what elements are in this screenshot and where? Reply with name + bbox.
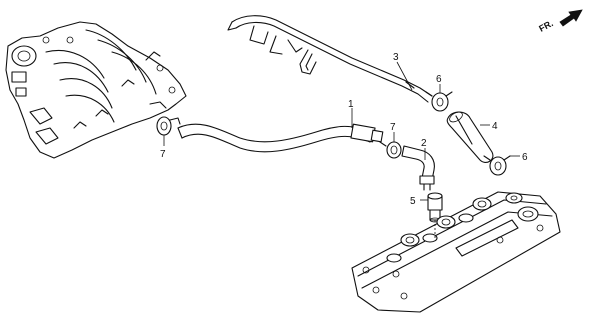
fr-arrow-icon [559,9,583,27]
fr-label: FR. [537,18,554,34]
intake-manifold [5,21,187,159]
callout-6-lower: 6 [522,152,528,163]
cylinder-head-cover [351,191,561,313]
callouts: 1 2 3 4 5 6 6 7 7 [160,52,528,207]
hose-clamp-upper [425,91,453,112]
callout-1: 1 [348,99,354,110]
breather-hose [177,123,384,153]
breather-pipe [227,15,433,103]
callout-5: 5 [410,196,416,207]
hose-clamp-lower [483,155,511,176]
hose-clamp-left [156,116,181,136]
callout-3: 3 [393,52,399,63]
front-direction-indicator: FR. [537,9,583,34]
callout-7-right: 7 [390,122,396,133]
connector-hose [446,111,494,163]
callout-7-left: 7 [160,149,166,160]
hose-clamp-right [379,141,402,159]
callout-4: 4 [492,121,498,132]
callout-2: 2 [421,138,427,149]
callout-6-upper: 6 [436,74,442,85]
leader-lines [163,61,520,240]
pcv-elbow-joint [401,145,435,191]
